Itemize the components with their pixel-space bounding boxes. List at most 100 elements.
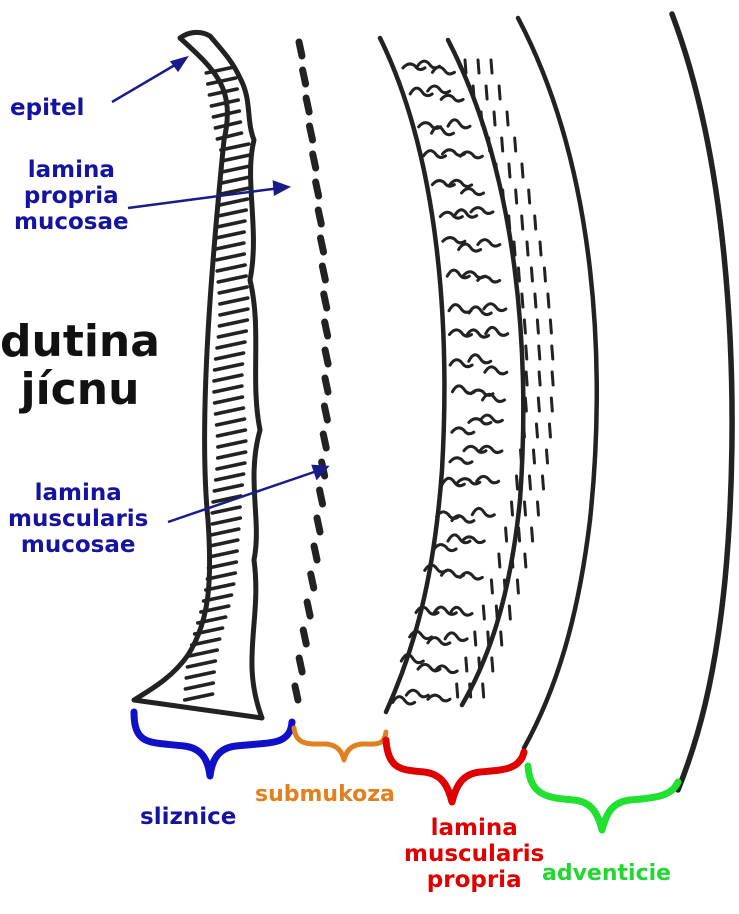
longitudinal-dash [499, 86, 500, 99]
lamina-muscularis-mucosae-dashes [295, 42, 328, 700]
muscle-squiggle [450, 458, 472, 464]
longitudinal-dash [506, 528, 507, 541]
label-lamina-muscularis-mucosae: lamina muscularis mucosae [8, 481, 148, 558]
brace-lamina-muscularis-propria [386, 740, 524, 802]
muscle-squiggle [441, 95, 463, 101]
lmm-dash [310, 126, 313, 140]
muscle-squiggle [428, 695, 450, 701]
longitudinal-dash [522, 216, 523, 229]
longitudinal-dash [483, 606, 484, 619]
muscle-squiggle [485, 367, 507, 374]
longitudinal-dash [526, 346, 527, 359]
longitudinal-dash [483, 684, 484, 697]
muscle-squiggle [480, 415, 502, 422]
muscle-squiggle [478, 276, 500, 282]
lmm-dash [321, 238, 324, 252]
longitudinal-dash [546, 450, 547, 463]
longitudinal-dash [544, 268, 545, 281]
lmm-dash [311, 574, 314, 588]
label-epitel: epitel [10, 96, 84, 122]
longitudinal-dash [535, 294, 536, 307]
lmm-dash [323, 434, 326, 448]
muscle-squiggle [445, 633, 467, 641]
longitudinal-dash [537, 320, 538, 333]
lmm-dash [317, 518, 320, 532]
longitudinal-dash [501, 632, 502, 645]
label-adventicie: adventicie [542, 862, 671, 887]
longitudinal-dash [525, 398, 526, 411]
muscle-squiggle [434, 545, 456, 551]
muscle-squiggle [403, 64, 425, 70]
longitudinal-dash [524, 320, 525, 333]
longitudinal-dash [548, 294, 549, 307]
lmm-dash [325, 350, 328, 364]
muscle-squiggle [440, 212, 462, 218]
longitudinal-dash [550, 320, 551, 333]
muscle-squiggle [432, 127, 454, 135]
muscle-squiggle [448, 120, 470, 128]
brace-submukoza [294, 728, 386, 760]
muscle-squiggle [393, 697, 415, 704]
arrow-lamina-propria [128, 188, 280, 208]
muscle-squiggle [449, 305, 471, 313]
longitudinal-dash [496, 164, 497, 177]
longitudinal-dash [552, 346, 553, 359]
longitudinal-dash [549, 424, 550, 437]
lmm-dash [306, 98, 309, 112]
longitudinal-dash [516, 190, 517, 203]
muscle-squiggle [471, 208, 493, 214]
arrow-epitel [112, 62, 180, 102]
longitudinal-dash [538, 398, 539, 411]
longitudinal-dash [532, 528, 533, 541]
arrow-epitel-head [172, 58, 186, 70]
longitudinal-dash [527, 242, 528, 255]
lmm-dash [324, 406, 327, 420]
arrow-lamina-propria-head [274, 182, 288, 194]
longitudinal-dash [509, 164, 510, 177]
longitudinal-dash [475, 632, 476, 645]
label-dutina-jicnu: dutina jícnu [0, 318, 160, 415]
longitudinal-dash [551, 398, 552, 411]
longitudinal-dash [512, 554, 513, 567]
lmm-dash [318, 210, 321, 224]
lmm-dash [307, 602, 310, 616]
longitudinal-dash [519, 528, 520, 541]
lmm-dash [303, 630, 306, 644]
longitudinal-dash [494, 112, 495, 125]
longitudinal-dash [540, 242, 541, 255]
longitudinal-dash [526, 372, 527, 385]
longitudinal-dash [517, 580, 518, 593]
muscle-squiggle [460, 152, 482, 158]
longitudinal-dash [524, 502, 525, 515]
longitudinal-dash [492, 658, 493, 671]
longitudinal-dash [531, 268, 532, 281]
muscle-squiggle [483, 394, 505, 401]
adventitia-outer-line [672, 14, 732, 790]
label-sliznice: sliznice [140, 805, 236, 831]
longitudinal-dash [529, 190, 530, 203]
muscle-squiggle [432, 67, 454, 74]
muscle-squiggle [484, 304, 506, 311]
longitudinal-dash [488, 632, 489, 645]
longitudinal-dash [518, 268, 519, 281]
lmm-dash [324, 294, 327, 308]
longitudinal-dash [466, 658, 467, 671]
lmm-dash [325, 322, 328, 336]
longitudinal-dash [516, 476, 517, 489]
lmm-dash [320, 490, 323, 504]
longitudinal-dash [491, 60, 492, 73]
lmm-dash [303, 70, 306, 84]
longitudinal-dash [552, 372, 553, 385]
lmm-dash [316, 182, 319, 196]
longitudinal-dash [536, 424, 537, 437]
longitudinal-dash [496, 606, 497, 619]
longitudinal-dash [511, 502, 512, 515]
longitudinal-dash [479, 658, 480, 671]
longitudinal-dash [473, 86, 474, 99]
longitudinal-dash [522, 164, 523, 177]
lmm-dash [322, 266, 325, 280]
lmm-dash [325, 378, 328, 392]
longitudinal-dash [515, 138, 516, 151]
longitudinal-dash [533, 450, 534, 463]
